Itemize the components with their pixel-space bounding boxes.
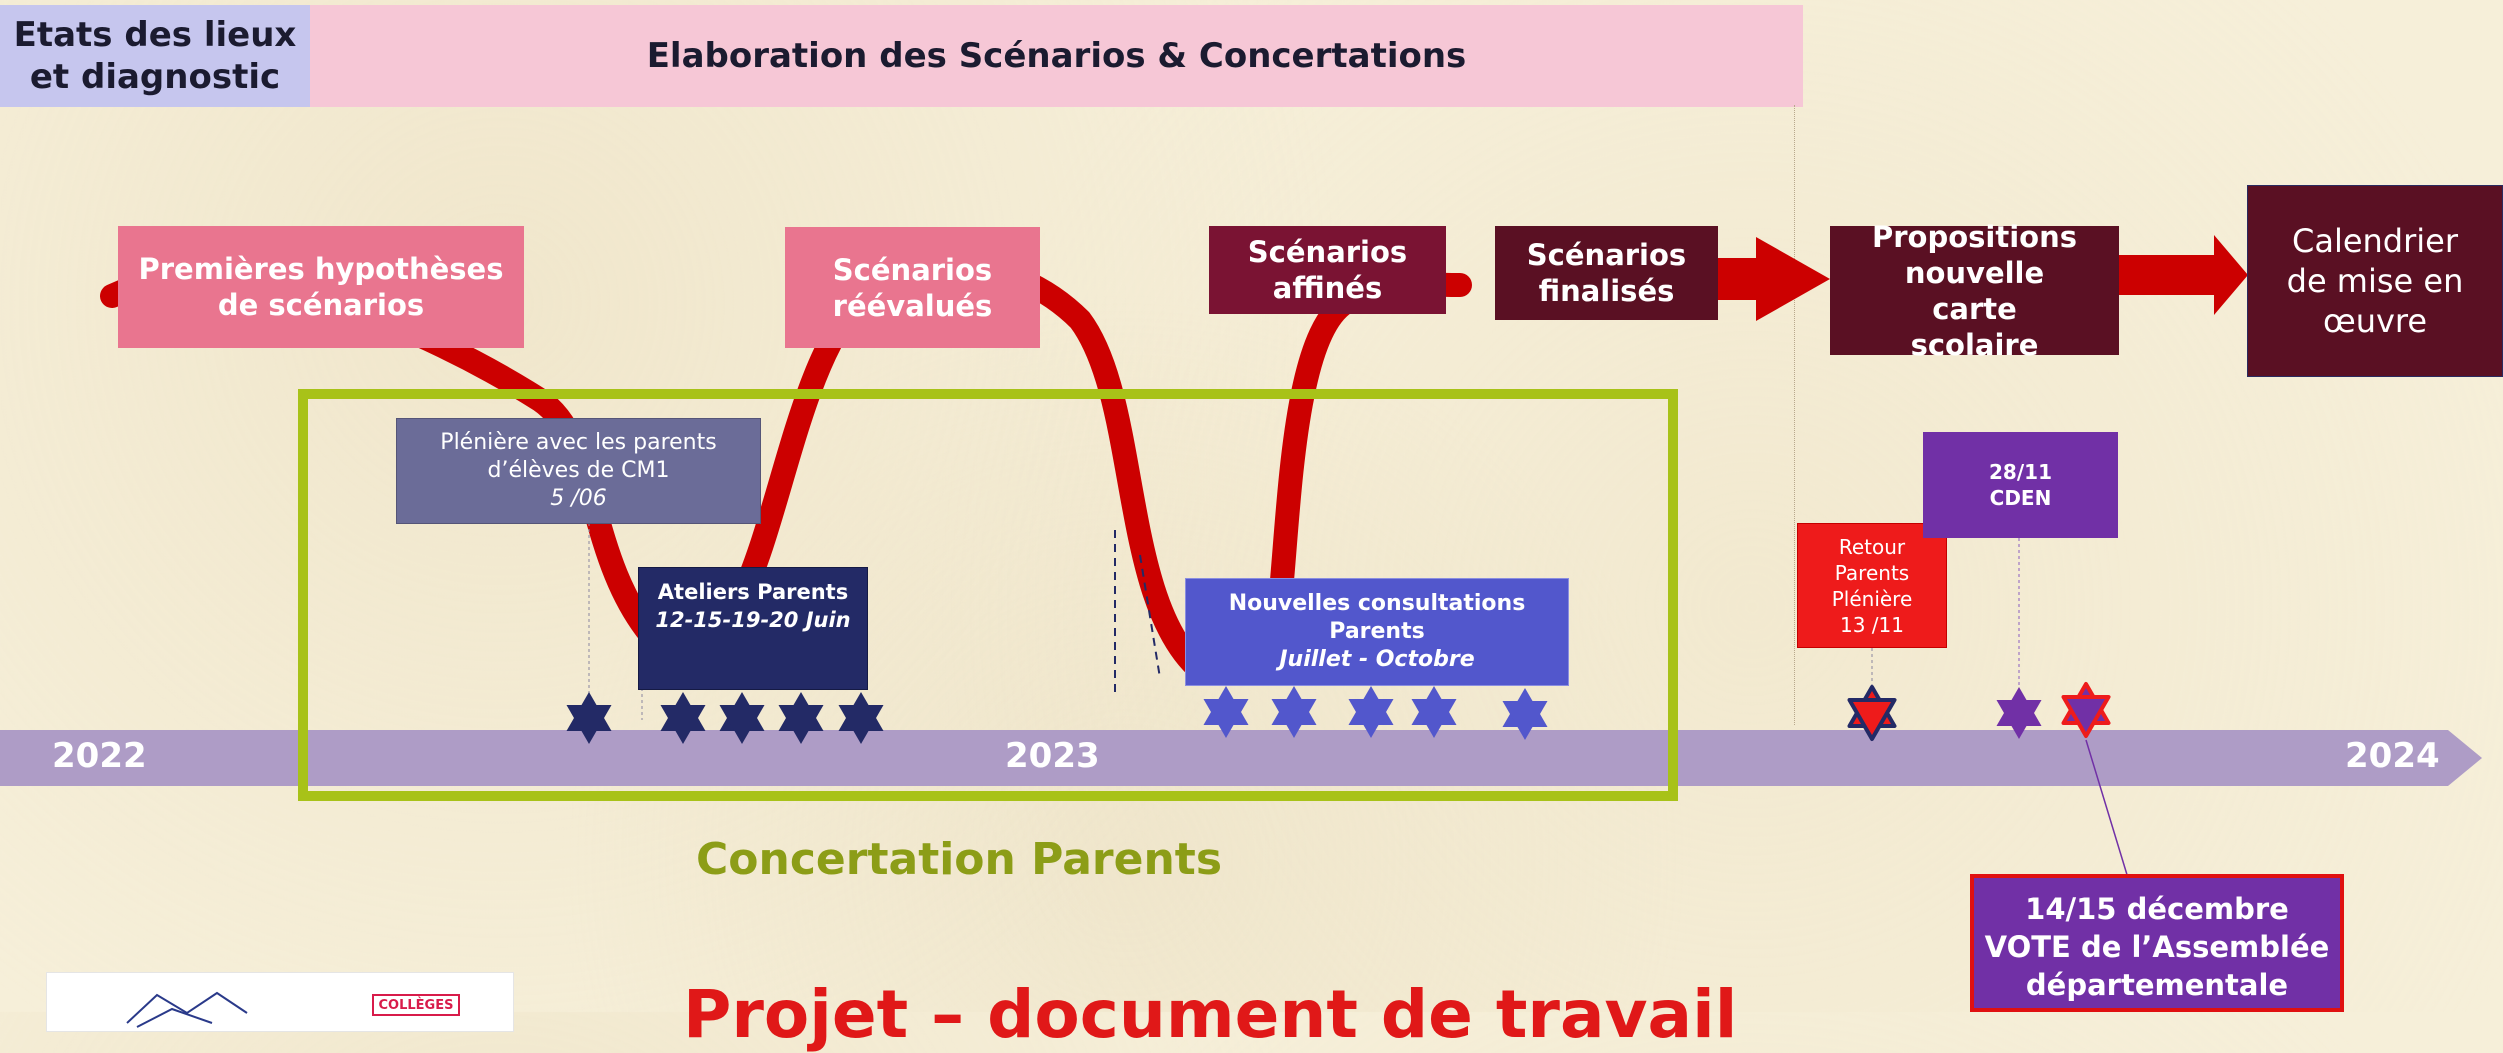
logo-badge: COLLÈGES bbox=[372, 994, 460, 1016]
timeline-arrow bbox=[0, 730, 2482, 786]
step-scenarios-affines: Scénarios affinés bbox=[1209, 226, 1446, 314]
star-atelier-2 bbox=[719, 692, 765, 744]
star-consultation-5 bbox=[1502, 688, 1548, 740]
step-reevalues-label: Scénarios réévalués bbox=[832, 252, 993, 323]
step-calendrier-label: Calendrier de mise en œuvre bbox=[2286, 222, 2464, 340]
vote-connector bbox=[2085, 739, 2129, 879]
step-premieres-label: Premières hypothèses de scénarios bbox=[138, 252, 504, 322]
phase-divider-line bbox=[1794, 105, 1795, 725]
pleniere-line2: d’élèves de CM1 bbox=[487, 458, 670, 483]
event-pleniere-cm1: Plénière avec les parents d’élèves de CM… bbox=[396, 418, 761, 524]
event-ateliers-parents: Ateliers Parents 12-15-19-20 Juin bbox=[638, 567, 868, 690]
vote-line1: 14/15 décembre bbox=[2025, 892, 2289, 926]
nouvelles-line1: Nouvelles consultations bbox=[1228, 591, 1526, 616]
star-pleniere bbox=[566, 692, 612, 744]
star-atelier-3 bbox=[778, 692, 824, 744]
pleniere-date: 5 /06 bbox=[550, 486, 607, 511]
ateliers-dates: 12-15-19-20 Juin bbox=[655, 608, 851, 632]
retour-line1: Retour bbox=[1838, 534, 1906, 559]
year-2024: 2024 bbox=[2345, 736, 2440, 776]
dashed-marker-2 bbox=[1139, 554, 1161, 679]
phase-elaboration: Elaboration des Scénarios & Concertation… bbox=[310, 5, 1803, 107]
star-markers bbox=[566, 682, 2111, 744]
step-scenarios-reevalues: Scénarios réévalués bbox=[785, 227, 1040, 348]
nouvelles-line2: Parents bbox=[1329, 619, 1425, 644]
year-2023: 2023 bbox=[1005, 736, 1100, 776]
phase-etats-des-lieux: Etats des lieux et diagnostic bbox=[0, 5, 310, 107]
event-nouvelles-consultations: Nouvelles consultations Parents Juillet … bbox=[1185, 578, 1569, 686]
ateliers-title: Ateliers Parents bbox=[657, 580, 849, 604]
phase-etats-label: Etats des lieux et diagnostic bbox=[13, 15, 297, 97]
logo-emblem-icon bbox=[126, 991, 248, 1028]
star-retour bbox=[1847, 685, 1897, 741]
event-cden: 28/11 CDEN bbox=[1923, 432, 2118, 538]
star-consultation-4 bbox=[1411, 686, 1457, 738]
star-atelier-1 bbox=[660, 692, 706, 744]
step-propositions-carte-scolaire: Propositions nouvelle carte scolaire bbox=[1830, 220, 2119, 362]
step-propositions-label: Propositions nouvelle carte scolaire bbox=[1872, 219, 2077, 362]
step-scenarios-finalises: Scénarios finalisés bbox=[1495, 226, 1718, 320]
year-2022: 2022 bbox=[52, 736, 147, 776]
arrow-to-propositions-shaft bbox=[1716, 258, 1756, 300]
concertation-parents-label: Concertation Parents bbox=[696, 834, 1223, 885]
arrow-to-calendrier-shaft bbox=[2119, 255, 2214, 295]
star-vote bbox=[2061, 682, 2111, 738]
step-affines-label: Scénarios affinés bbox=[1247, 235, 1408, 305]
retour-date: 13 /11 bbox=[1840, 612, 1904, 637]
concertation-parents-frame bbox=[298, 389, 1678, 801]
event-retour-parents-pleniere: Retour Parents Plénière 13 /11 bbox=[1797, 523, 1947, 648]
retour-line2: Parents bbox=[1834, 560, 1910, 585]
projet-document-label: Projet – document de travail bbox=[683, 976, 1738, 1053]
vote-line2: VOTE de l’Assemblée bbox=[1984, 930, 2330, 964]
star-consultation-3 bbox=[1348, 686, 1394, 738]
arrow-to-calendrier-head bbox=[2214, 235, 2248, 315]
arrow-to-propositions-head bbox=[1756, 237, 1830, 321]
pleniere-line1: Plénière avec les parents bbox=[440, 430, 717, 455]
event-vote-assemblee: 14/15 décembre VOTE de l’Assemblée dépar… bbox=[1970, 874, 2344, 1012]
star-atelier-4 bbox=[838, 692, 884, 744]
nouvelles-period: Juillet - Octobre bbox=[1279, 647, 1475, 672]
vote-line3: départementale bbox=[2025, 968, 2289, 1002]
star-consultation-1 bbox=[1203, 686, 1249, 738]
step-calendrier-mise-en-oeuvre: Calendrier de mise en œuvre bbox=[2247, 185, 2503, 377]
star-consultation-2 bbox=[1271, 686, 1317, 738]
step-finalises-label: Scénarios finalisés bbox=[1526, 238, 1687, 308]
cden-date: 28/11 bbox=[1989, 460, 2052, 484]
cden-label: CDEN bbox=[1989, 486, 2052, 510]
phase-elaboration-label: Elaboration des Scénarios & Concertation… bbox=[646, 36, 1467, 76]
retour-line3: Plénière bbox=[1831, 586, 1913, 611]
step-premieres-hypotheses: Premières hypothèses de scénarios bbox=[118, 226, 524, 348]
star-cden bbox=[1996, 687, 2042, 739]
